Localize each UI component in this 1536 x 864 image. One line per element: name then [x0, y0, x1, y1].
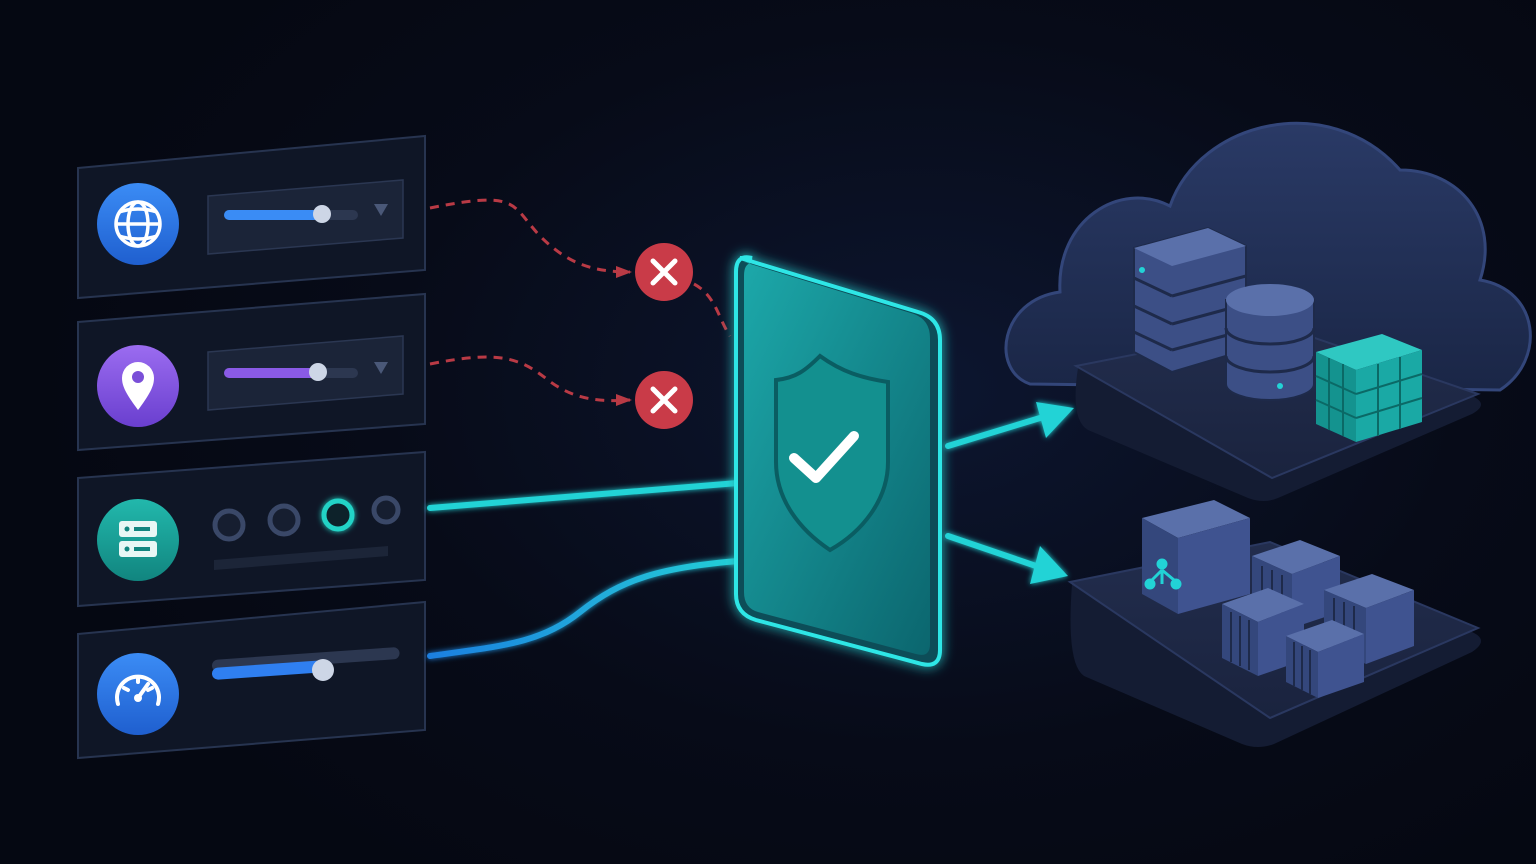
allowed-connectors [427, 479, 755, 659]
allowed-path-server [427, 479, 753, 511]
slider-fill [224, 368, 318, 378]
slider-handle[interactable] [312, 659, 334, 681]
globe-icon [114, 200, 162, 248]
location-pin-icon [122, 362, 154, 410]
chevron-down-icon[interactable] [374, 362, 388, 374]
output-connectors [945, 402, 1074, 584]
arrowhead [1036, 402, 1074, 438]
cloud-destination [1004, 121, 1532, 501]
arrowhead [1030, 546, 1068, 584]
slider-fill [211, 660, 324, 680]
arrowhead [616, 266, 632, 278]
arrowhead [616, 394, 632, 406]
radio-option[interactable] [212, 508, 246, 542]
divider [214, 546, 388, 570]
server-icon [119, 521, 157, 557]
close-icon [650, 386, 678, 414]
gateway [734, 255, 942, 667]
input-panel-performance [77, 600, 426, 760]
blocked-badge [635, 371, 693, 429]
cluster-destination [1067, 500, 1481, 747]
cube-grid-icon [1315, 334, 1423, 442]
close-icon [650, 258, 678, 286]
input-panels [77, 134, 426, 760]
network-cube-icon [1142, 500, 1250, 614]
chevron-down-icon[interactable] [374, 204, 388, 216]
slider-handle[interactable] [313, 205, 331, 223]
database-icon [1224, 284, 1316, 401]
server-stack-icon [1133, 226, 1247, 374]
container-icon [1286, 620, 1364, 698]
input-panel-network [77, 134, 426, 300]
blocked-path-network [429, 198, 631, 274]
radio-group [212, 495, 401, 542]
radio-option-selected[interactable] [321, 498, 355, 532]
blocked-connectors [429, 198, 732, 403]
shield-check-icon [774, 353, 890, 553]
output-path-cluster [945, 533, 1039, 569]
radio-option[interactable] [267, 503, 301, 537]
blocked-badge [635, 243, 693, 301]
slider-fill [224, 210, 322, 220]
blocked-path-continue [693, 282, 732, 337]
output-path-cloud [945, 415, 1043, 449]
blocked-path-location [429, 355, 631, 403]
radio-option[interactable] [371, 495, 401, 525]
allowed-path-performance [427, 557, 755, 659]
input-panel-location [77, 292, 426, 452]
server-icon-badge [97, 499, 179, 581]
input-panel-server [77, 450, 426, 608]
speedometer-pivot [134, 694, 142, 702]
slider-handle[interactable] [309, 363, 327, 381]
